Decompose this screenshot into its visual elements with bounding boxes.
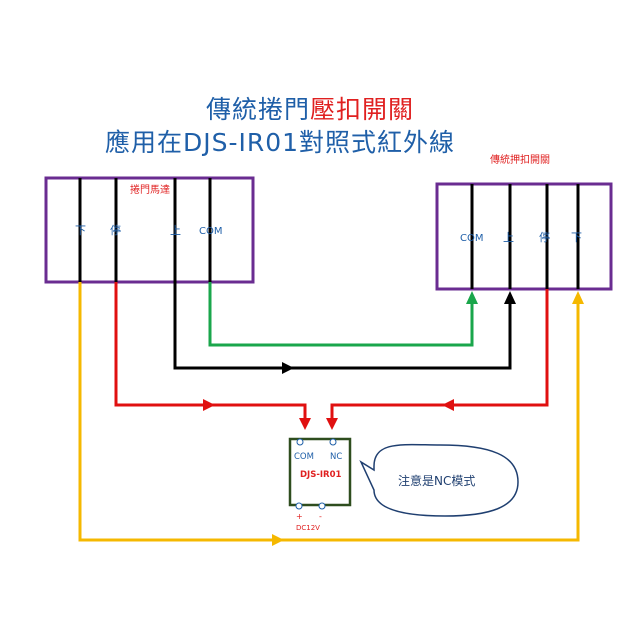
right-box-label: 傳統押扣開關 <box>490 153 550 166</box>
green-wire <box>208 282 474 347</box>
right-box: 傳統押扣開關 COM 上 停 下 <box>435 153 613 291</box>
module-djs-ir01: COM NC DJS-IR01 + - DC12V <box>288 437 352 532</box>
title-line-2: 應用在DJS-IR01對照式紅外線 <box>104 128 456 157</box>
note-text: 注意是NC模式 <box>398 473 475 488</box>
left-terminal-label-stop: 停 <box>110 223 121 237</box>
right-terminal-label-com: COM <box>460 233 483 244</box>
module-name: DJS-IR01 <box>300 470 341 480</box>
module-pin-nc-terminal <box>329 438 337 446</box>
left-box-label: 捲門馬達 <box>130 183 170 196</box>
red-wire-right-mid-arrowhead <box>442 399 454 411</box>
module-pin-plus-label: + <box>296 512 303 521</box>
left-box-border <box>44 176 255 284</box>
right-terminal-label-down: 下 <box>571 231 582 244</box>
left-terminal-label-down: 下 <box>75 224 86 237</box>
right-terminal-label-up: 上 <box>503 231 514 244</box>
black-wire-mid-arrowhead <box>282 362 294 374</box>
module-pin-nc-label: NC <box>330 452 342 462</box>
note-bubble <box>359 443 519 517</box>
yellow-wire-mid-arrowhead <box>272 534 284 546</box>
left-terminal-label-com: COM <box>199 226 222 237</box>
red-wire-right <box>330 289 549 420</box>
red-wire-right-arrowhead <box>326 418 338 430</box>
module-pin-com-terminal <box>296 438 304 446</box>
module-pin-minus-label: - <box>319 512 322 521</box>
right-box-border <box>435 182 613 291</box>
yellow-wire-arrowhead <box>572 291 584 304</box>
left-box: 捲門馬達 下 停 上 COM <box>44 176 255 284</box>
right-terminal-label-stop: 停 <box>539 230 550 244</box>
note-callout: 注意是NC模式 <box>359 443 519 517</box>
module-pin-plus-terminal <box>295 502 303 510</box>
module-power-label: DC12V <box>296 524 320 532</box>
left-terminal-label-up: 上 <box>170 224 181 237</box>
yellow-wire <box>78 282 580 542</box>
title-line-1: 傳統捲門壓扣開關 <box>0 90 630 126</box>
red-wire-left-arrowhead <box>299 418 311 430</box>
red-wire-left-mid-arrowhead <box>203 399 215 411</box>
module-pin-minus-terminal <box>318 502 326 510</box>
module-pin-com-label: COM <box>294 452 314 462</box>
title-part-1: 傳統捲門 <box>205 95 310 124</box>
black-wire <box>173 282 512 370</box>
title-part-2: 壓扣開關 <box>310 95 415 124</box>
module-border <box>288 437 352 507</box>
black-wire-arrowhead <box>504 291 516 304</box>
green-wire-arrowhead <box>466 291 478 304</box>
